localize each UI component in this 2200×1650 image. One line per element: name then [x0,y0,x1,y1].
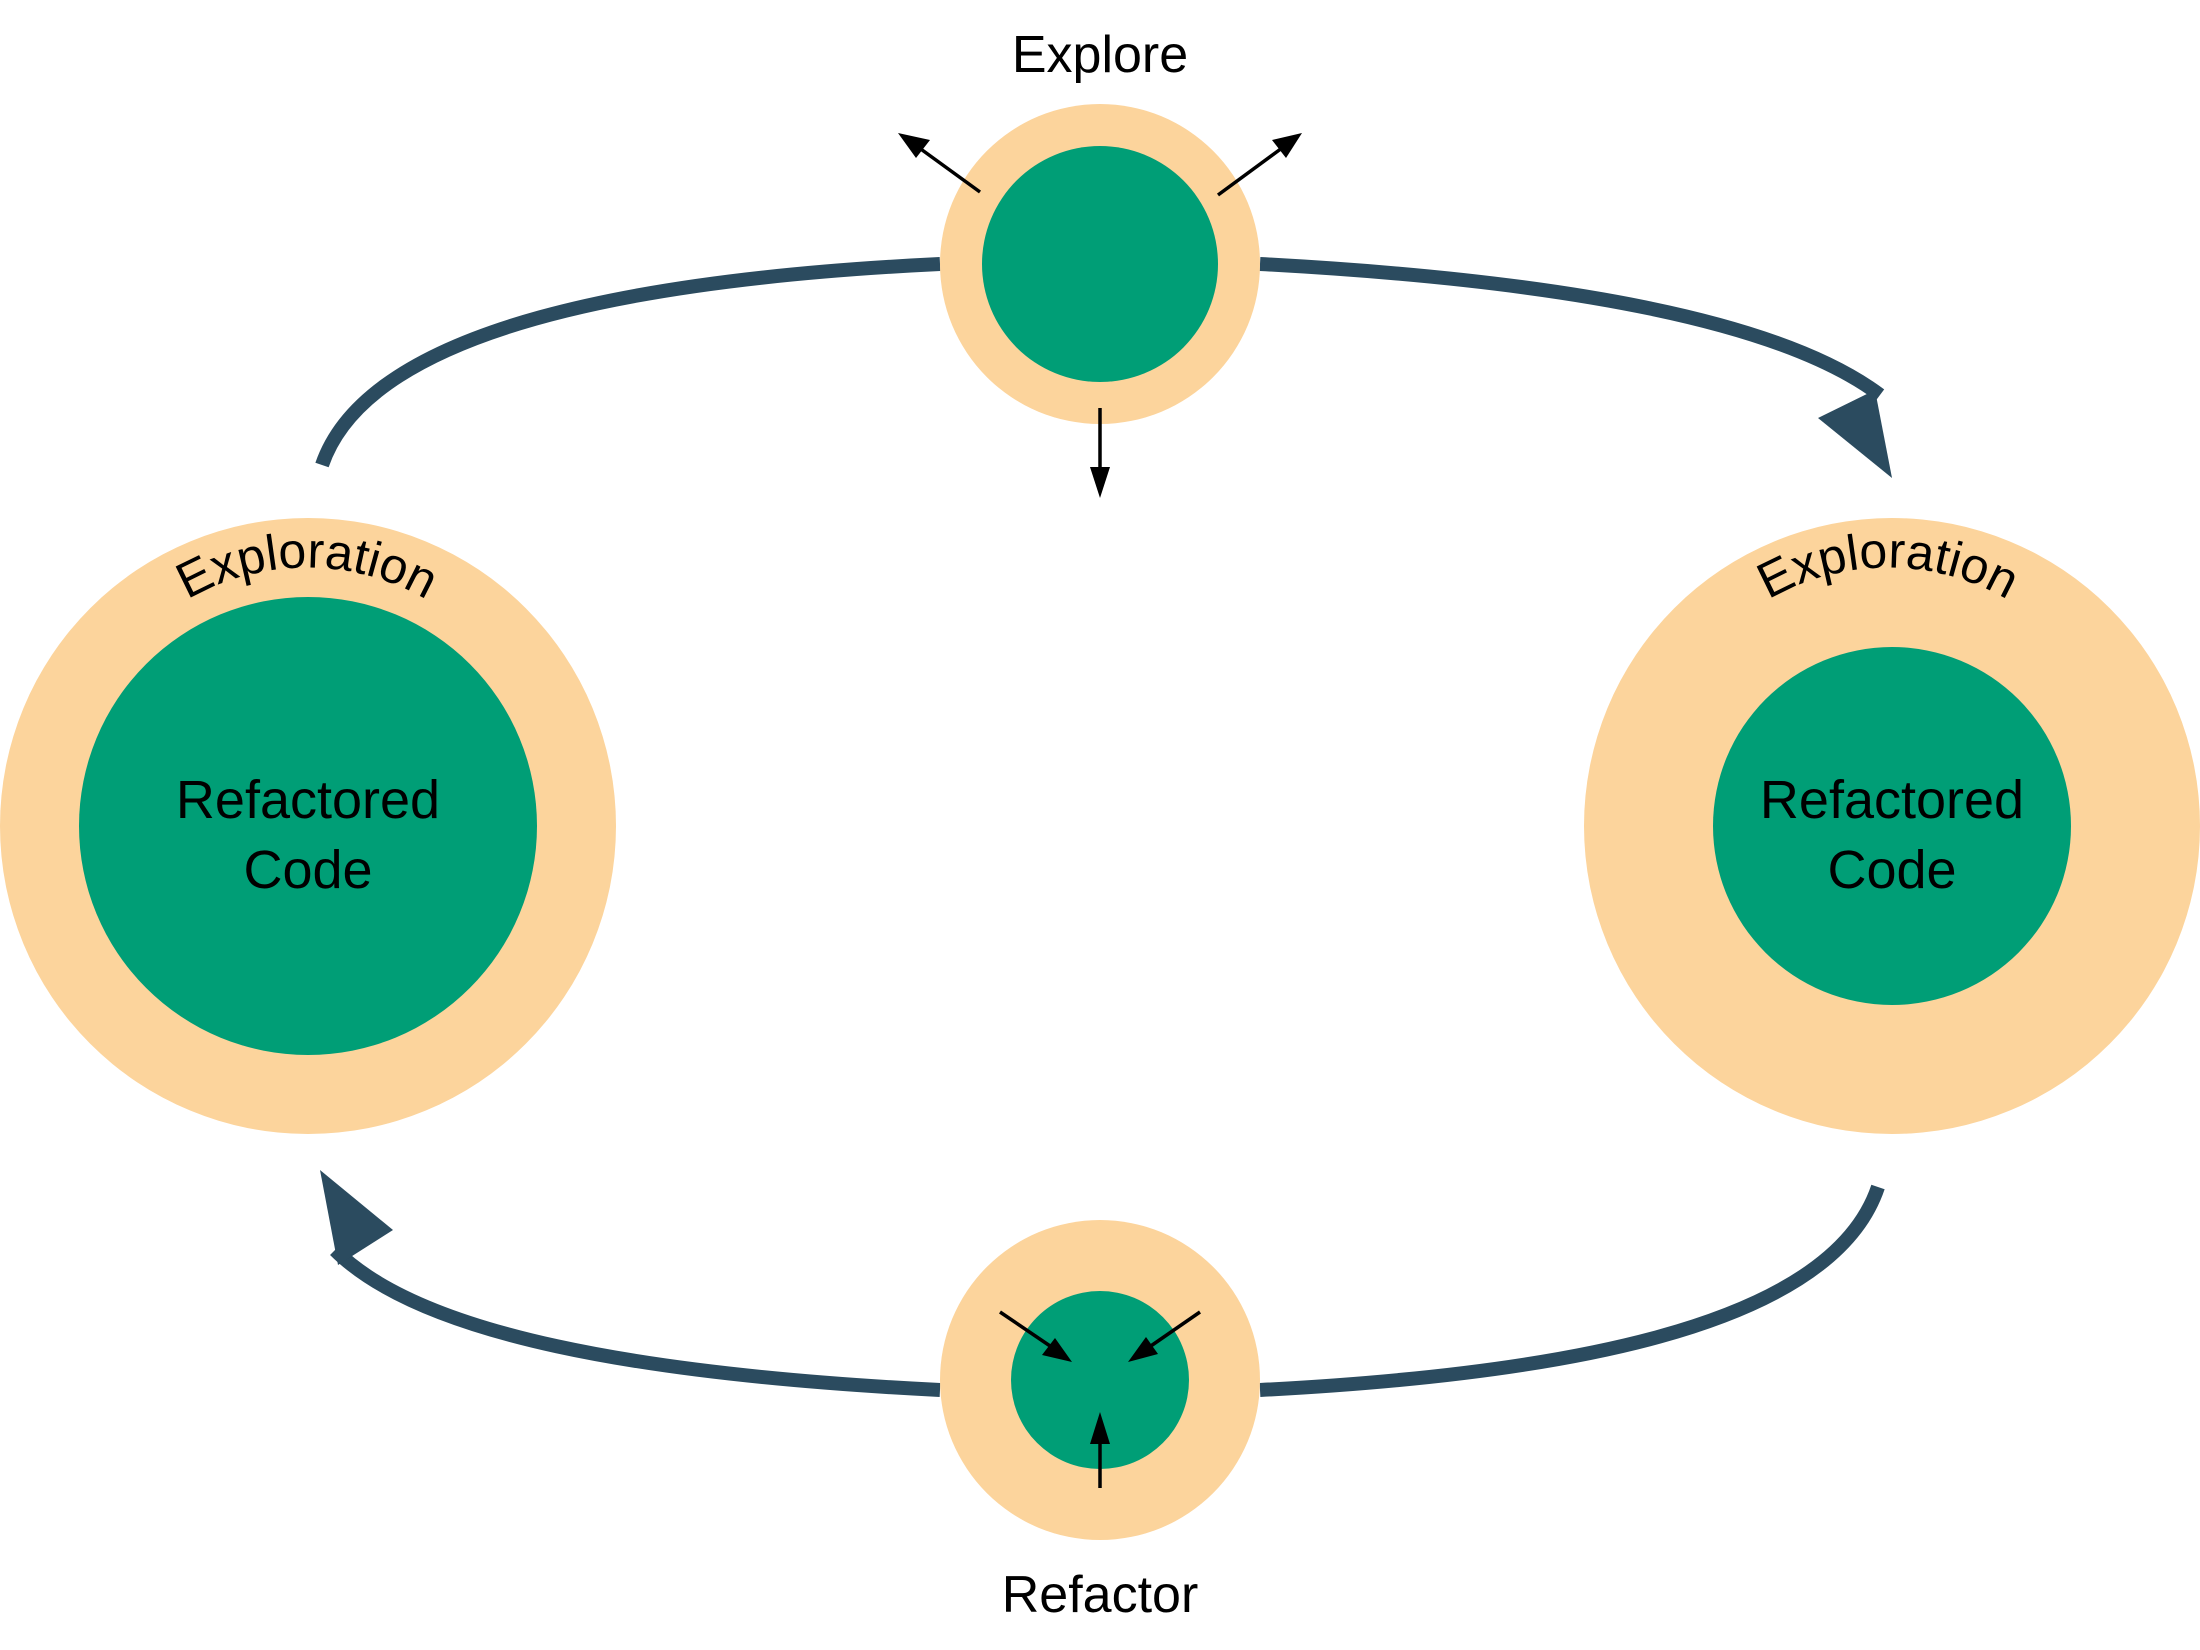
explore-outward-arrowhead-upper-left [898,133,930,158]
bottom-cycle-arrow [330,1184,1885,1397]
right-node: Exploration Refactored Code [1584,518,2200,1134]
refactor-inward-arrowhead-upper-left [1042,1338,1072,1362]
left-core-label-line2: Code [243,840,372,900]
explore-label: Explore [1012,26,1188,84]
refactor-inward-arrowhead-bottom [1090,1412,1110,1444]
left-core-label-line1: Refactored [176,770,440,830]
refactor-node: Refactor [940,1220,1260,1624]
right-refactored-core [1713,647,2071,1005]
left-refactored-core [79,597,537,1055]
top-cycle-arrow [315,257,1885,468]
refactor-inward-arrow-upper-right [1144,1310,1201,1352]
explore-outward-arrowhead-upper-right [1272,133,1302,158]
right-core-label-line2: Code [1827,840,1956,900]
refactor-core [1011,1291,1189,1469]
explore-node: Explore [898,26,1302,498]
explore-outward-arrow-upper-right [1216,146,1284,197]
right-core-label-line1: Refactored [1760,770,2024,830]
explore-outward-arrow-upper-left [916,145,982,194]
refactor-inward-arrowhead-upper-right [1128,1337,1158,1362]
top-cycle-arrowhead [1818,390,1892,478]
explore-outward-arrowhead-down [1090,467,1110,498]
refactor-label: Refactor [1002,1566,1199,1624]
explore-core [982,146,1218,382]
refactor-inward-arrow-upper-left [999,1310,1057,1352]
bottom-cycle-arrowhead [320,1170,393,1265]
left-node: Exploration Refactored Code [0,518,616,1134]
